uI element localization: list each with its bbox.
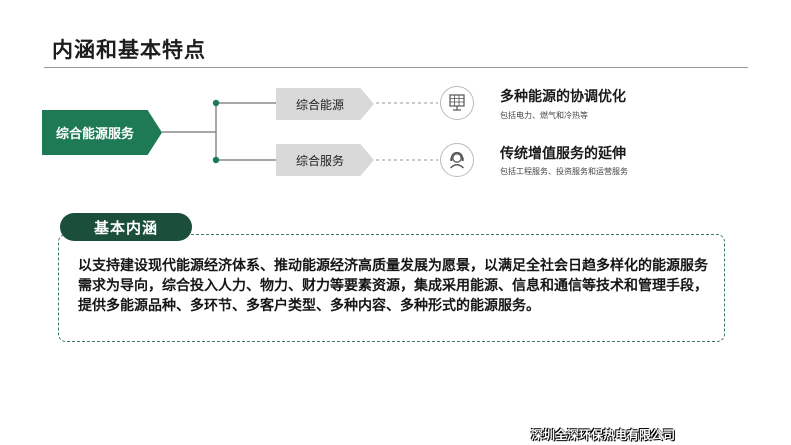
section-body-text: 以支持建设现代能源经济体系、推动能源经济高质量发展为愿景，以满足全社会日趋多样化… <box>78 258 708 314</box>
company-watermark: 深圳全深环保热电有限公司 <box>531 428 676 442</box>
branch-title: 多种能源的协调优化 <box>500 89 626 105</box>
root-node: 综合能源服务 <box>42 110 162 155</box>
section-badge: 基本内涵 <box>60 213 192 241</box>
branch-title: 传统增值服务的延伸 <box>500 146 626 162</box>
customer-service-icon <box>440 143 474 177</box>
title-divider <box>44 67 748 68</box>
branch-tag-label: 综合服务 <box>295 153 344 168</box>
branch-tag-service: 综合服务 <box>276 144 374 176</box>
root-node-label: 综合能源服务 <box>56 127 135 142</box>
solar-panel-icon <box>440 86 474 120</box>
page-title: 内涵和基本特点 <box>52 38 206 62</box>
content-frame <box>58 234 725 342</box>
branch-tag-label: 综合能源 <box>295 97 344 112</box>
branch-subtitle: 包括电力、燃气和冷热等 <box>500 111 588 120</box>
section-badge-label: 基本内涵 <box>93 218 158 237</box>
branch-tag-energy: 综合能源 <box>276 88 374 120</box>
branch-subtitle: 包括工程服务、投资服务和运营服务 <box>500 167 628 176</box>
